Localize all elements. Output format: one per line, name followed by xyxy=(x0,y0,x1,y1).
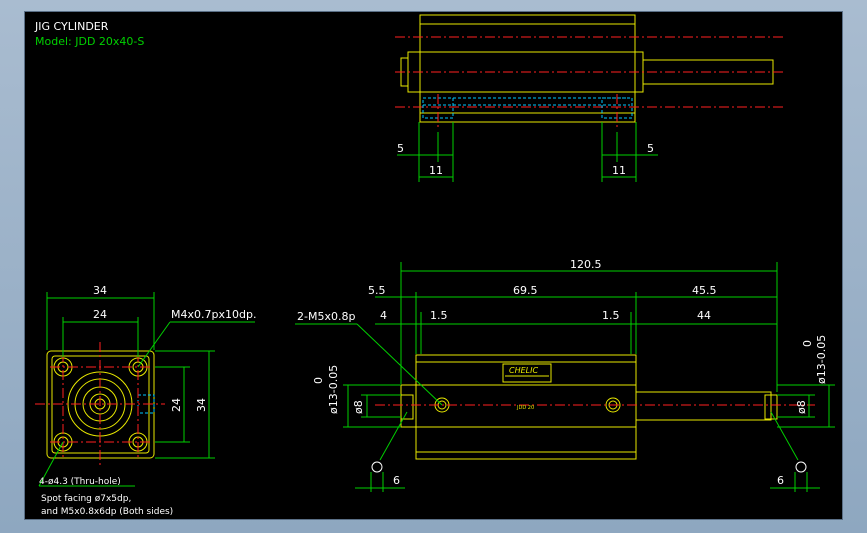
drawing-canvas[interactable]: JIG CYLINDER Model: JDD 20x40-S xyxy=(24,11,843,520)
dim-right-dia8: ø8 xyxy=(795,400,808,414)
dim-top-left-5: 5 xyxy=(397,142,404,155)
note-spot-1: Spot facing ø7x5dp, xyxy=(41,494,131,504)
note-port: 2-M5x0.8p xyxy=(297,310,355,323)
top-body xyxy=(419,14,636,123)
dim-6-right: 6 xyxy=(777,474,784,487)
dim-end-24-top: 24 xyxy=(93,308,107,321)
dim-top-right-5: 5 xyxy=(647,142,654,155)
fitting-left-icon xyxy=(371,461,383,473)
dim-45-5: 45.5 xyxy=(692,284,717,297)
fitting-right-icon xyxy=(795,461,807,473)
dim-total-120-5: 120.5 xyxy=(570,258,602,271)
dim-6-left: 6 xyxy=(393,474,400,487)
dim-top-right-11: 11 xyxy=(612,164,626,177)
top-view: 5 5 11 11 xyxy=(395,14,785,182)
dim-left-0: 0 xyxy=(312,377,325,384)
dim-end-34-side: 34 xyxy=(195,398,208,412)
dim-end-24-side: 24 xyxy=(170,398,183,412)
dim-69-5: 69.5 xyxy=(513,284,538,297)
drawing-title: JIG CYLINDER xyxy=(34,20,109,33)
note-tap: M4x0.7px10dp. xyxy=(171,308,256,321)
dim-right-dia13: ø13-0.05 xyxy=(815,335,828,384)
dim-1-5-b: 1.5 xyxy=(602,309,620,322)
dim-left-dia13: ø13-0.05 xyxy=(327,365,340,414)
dim-left-dia8: ø8 xyxy=(352,400,365,414)
drawing-model: Model: JDD 20x40-S xyxy=(35,35,144,48)
dim-5-5: 5.5 xyxy=(368,284,386,297)
end-view: 34 24 24 34 M4x0.7px10dp. 4-ø4.3 (Thru-h… xyxy=(35,284,256,517)
brand-label xyxy=(502,363,552,383)
dim-right-0: 0 xyxy=(801,340,814,347)
model-text: JDD 20 xyxy=(516,405,534,411)
dim-1-5-a: 1.5 xyxy=(430,309,448,322)
dim-44: 44 xyxy=(697,309,711,322)
technical-drawing: JIG CYLINDER Model: JDD 20x40-S xyxy=(34,14,835,517)
brand-text: CHELIC xyxy=(509,366,538,375)
note-holes: 4-ø4.3 (Thru-hole) xyxy=(39,477,121,487)
note-spot-2: and M5x0.8x6dp (Both sides) xyxy=(41,507,173,517)
dim-top-left-11: 11 xyxy=(429,164,443,177)
dim-4: 4 xyxy=(380,309,387,322)
side-view: CHELIC JDD 20 120.5 5.5 69.5 45.5 4 1.5 … xyxy=(295,258,835,492)
dim-end-34-top: 34 xyxy=(93,284,107,297)
